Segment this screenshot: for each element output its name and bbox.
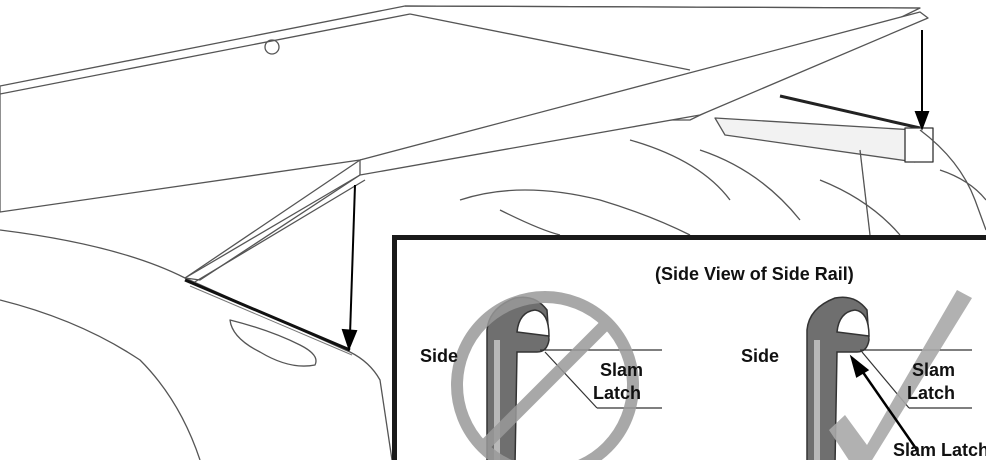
right-callout-label: Slam Latch [893, 440, 986, 460]
arrow-head-right [914, 111, 930, 131]
left-side-label: Side [420, 346, 459, 366]
far-side-rail [714, 117, 926, 163]
prohibited-icon [451, 291, 639, 460]
pointer-arrows [341, 30, 930, 351]
inset-title: (Side View of Side Rail) [655, 264, 854, 284]
cover-knob [264, 39, 280, 55]
callout-arrow [849, 354, 919, 451]
left-latch-label-line2: Latch [593, 383, 642, 403]
left-latch-label-line1: Slam [600, 360, 644, 380]
side-rail-inset: (Side View of Side Rail) Side Slam Latch… [392, 235, 986, 460]
right-latch-label-line2: Latch [907, 383, 956, 403]
checkmark-icon [829, 290, 972, 460]
right-rail-profile [806, 296, 972, 460]
right-side-label: Side [741, 346, 780, 366]
right-latch-label-line1: Slam [912, 360, 956, 380]
truck-body-outline [0, 229, 393, 461]
arrow-head-left [341, 328, 358, 351]
cover-flat-panel [0, 5, 921, 213]
inset-drawing [451, 290, 972, 460]
